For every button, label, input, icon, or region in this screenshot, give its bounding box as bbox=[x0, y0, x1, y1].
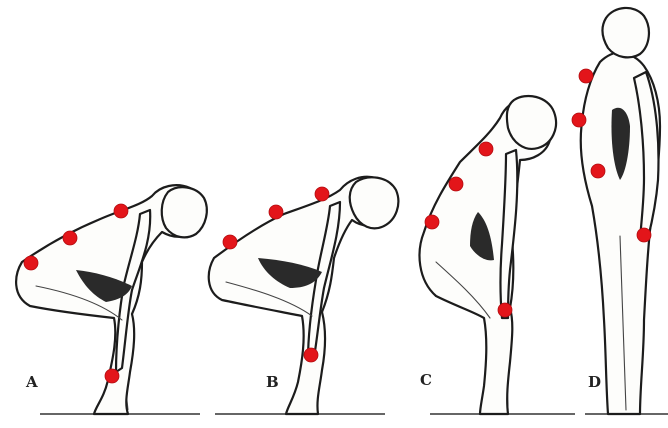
marker-a-1 bbox=[24, 256, 38, 270]
figure-label-b: B bbox=[266, 373, 279, 391]
head-d bbox=[602, 8, 649, 57]
figure-b: B bbox=[209, 177, 399, 414]
head-c bbox=[507, 96, 556, 149]
marker-c-1 bbox=[425, 215, 439, 229]
figure-label-d: D bbox=[588, 373, 601, 391]
marker-a-2 bbox=[63, 231, 77, 245]
head-a bbox=[162, 187, 207, 237]
figure-label-a: A bbox=[25, 373, 38, 391]
marker-d-3 bbox=[591, 164, 605, 178]
marker-c-4 bbox=[498, 303, 512, 317]
figure-c: C bbox=[420, 96, 575, 414]
figure-d: D bbox=[572, 8, 668, 414]
head-b bbox=[350, 177, 399, 228]
figure-a: A bbox=[16, 185, 207, 414]
marker-b-2 bbox=[269, 205, 283, 219]
marker-b-4 bbox=[304, 348, 318, 362]
marker-a-4 bbox=[105, 369, 119, 383]
marker-a-3 bbox=[114, 204, 128, 218]
marker-d-4 bbox=[637, 228, 651, 242]
marker-c-2 bbox=[449, 177, 463, 191]
marker-d-2 bbox=[572, 113, 586, 127]
figure-label-c: C bbox=[420, 371, 432, 389]
marker-d-1 bbox=[579, 69, 593, 83]
marker-c-3 bbox=[479, 142, 493, 156]
marker-b-3 bbox=[315, 187, 329, 201]
marker-b-1 bbox=[223, 235, 237, 249]
